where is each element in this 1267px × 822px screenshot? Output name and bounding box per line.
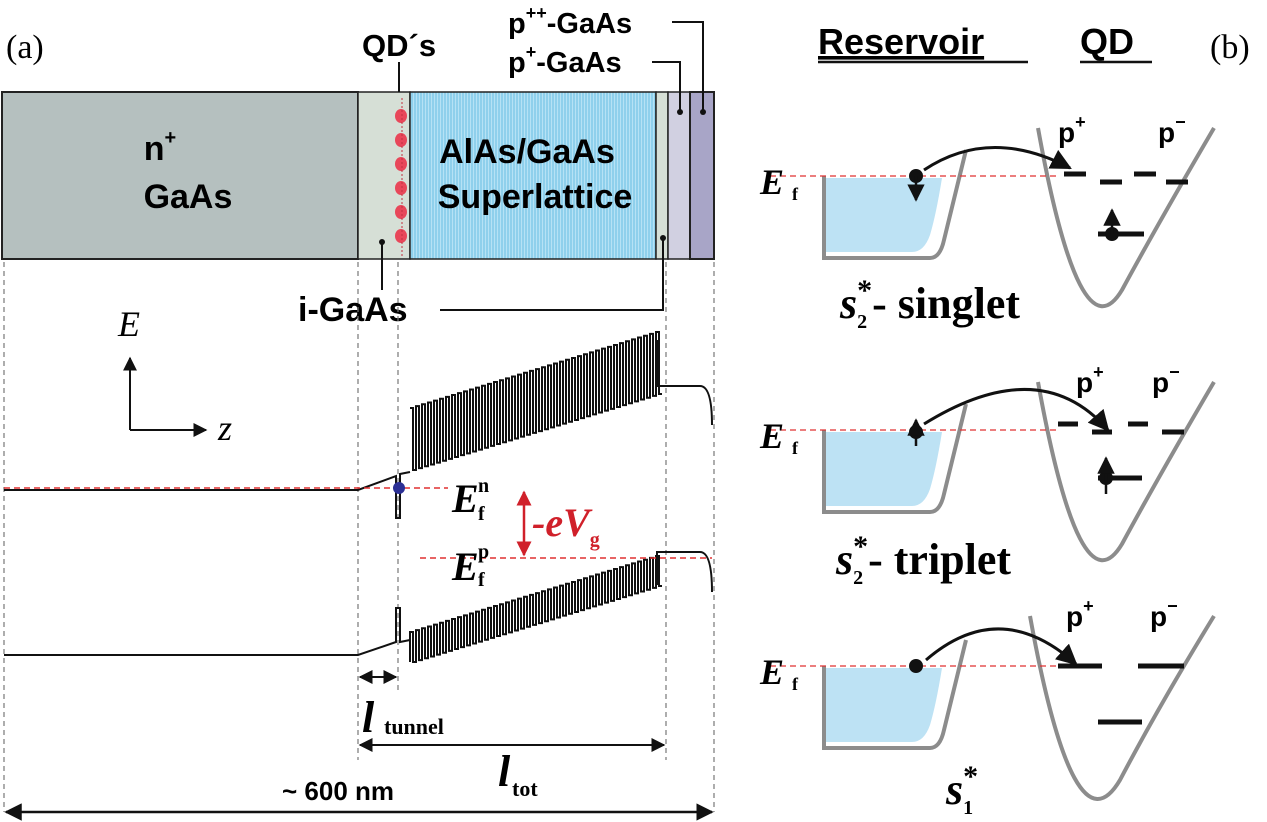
svg-text:f: f <box>792 438 799 458</box>
projection-lines <box>3 262 715 812</box>
reservoir-well <box>822 149 968 260</box>
n-gaas-label-2: GaAs <box>144 178 233 216</box>
n-gaas-label: n+ <box>144 127 176 168</box>
axis-e-label: E <box>117 304 140 344</box>
conduction-band <box>4 471 411 519</box>
ef-label: E <box>759 652 784 692</box>
panel-b: (b) Reservoir QD E f p+ p− <box>759 21 1250 819</box>
fermi-p-sup: p <box>478 541 489 563</box>
state-singlet-label: s2*- singlet <box>839 274 1020 333</box>
p-plusplus-gaas-label: p++-GaAs <box>508 3 632 40</box>
l-tot-sub: tot <box>512 776 538 801</box>
fermi-n-sup: n <box>478 475 489 497</box>
superlattice-label-2: Superlattice <box>438 178 633 216</box>
valence-cap <box>656 551 713 593</box>
p-plus-gaas-label: p+-GaAs <box>508 42 622 79</box>
p-plus-label: p+ <box>1058 112 1086 148</box>
layer-stack: n+ GaAs AlAs/GaAs Superlattice QD´s p++-… <box>1 3 715 329</box>
svg-text:f: f <box>792 184 799 204</box>
p-plus-label: p+ <box>1066 596 1094 632</box>
l-tunnel-label: l <box>362 693 375 742</box>
voltage-label: -eVg <box>532 500 600 551</box>
fermi-p-label: E <box>451 544 479 589</box>
state-s1: E f p+ p− <box>759 596 1216 801</box>
valence-superlattice <box>409 555 662 663</box>
p-minus-label: p− <box>1150 596 1178 632</box>
svg-text:f: f <box>792 674 799 694</box>
valence-band <box>4 607 411 656</box>
fermi-p-sub: f <box>478 569 485 591</box>
quantum-dots <box>395 109 407 243</box>
conduction-superlattice <box>410 331 662 471</box>
fermi-n-sub: f <box>478 503 485 525</box>
state-s1-label: s1* <box>945 760 978 819</box>
p-plus-gaas-layer <box>667 91 691 260</box>
conduction-cap <box>656 340 713 426</box>
state-triplet-label: s2*- triplet <box>835 530 1011 589</box>
qd-parabola <box>1036 380 1216 563</box>
state-singlet: E f p+ p− <box>759 112 1216 309</box>
panel-a: (a) n+ GaAs AlAs/GaAs Superlattic <box>1 3 715 821</box>
panel-b-label: (b) <box>1210 29 1250 66</box>
qd-heading: QD <box>1080 21 1134 62</box>
p-minus-label: p− <box>1158 112 1186 148</box>
qd-parabola <box>1028 614 1216 801</box>
state-triplet: E f p+ p− <box>759 362 1216 563</box>
panel-a-label: (a) <box>6 29 44 66</box>
superlattice-layer <box>409 91 657 260</box>
energy-axes: E z <box>117 304 232 448</box>
qd-state-point <box>393 482 405 494</box>
reservoir-well <box>822 403 968 514</box>
total-length-label: ~ 600 nm <box>282 776 394 806</box>
axis-z-label: z <box>217 408 232 448</box>
fermi-n-label: E <box>451 476 479 521</box>
i-gaas-cap-layer <box>655 91 669 260</box>
dimensions: l tunnel l tot ~ 600 nm <box>4 670 714 821</box>
superlattice-label-1: AlAs/GaAs <box>439 133 615 171</box>
p-plus-label: p+ <box>1076 362 1104 398</box>
i-gaas-label: i-GaAs <box>298 291 408 329</box>
reservoir-well <box>822 639 968 750</box>
qd-parabola <box>1036 126 1216 309</box>
reservoir-heading: Reservoir <box>818 21 984 62</box>
n-gaas-layer <box>1 91 359 260</box>
l-tunnel-sub: tunnel <box>384 714 444 739</box>
ef-label: E <box>759 416 784 456</box>
p-minus-label: p− <box>1152 362 1180 398</box>
ef-label: E <box>759 162 784 202</box>
l-tot-label: l <box>498 747 511 796</box>
band-diagram <box>4 331 713 663</box>
p-plusplus-gaas-layer <box>689 91 715 260</box>
qds-label: QD´s <box>362 28 436 63</box>
